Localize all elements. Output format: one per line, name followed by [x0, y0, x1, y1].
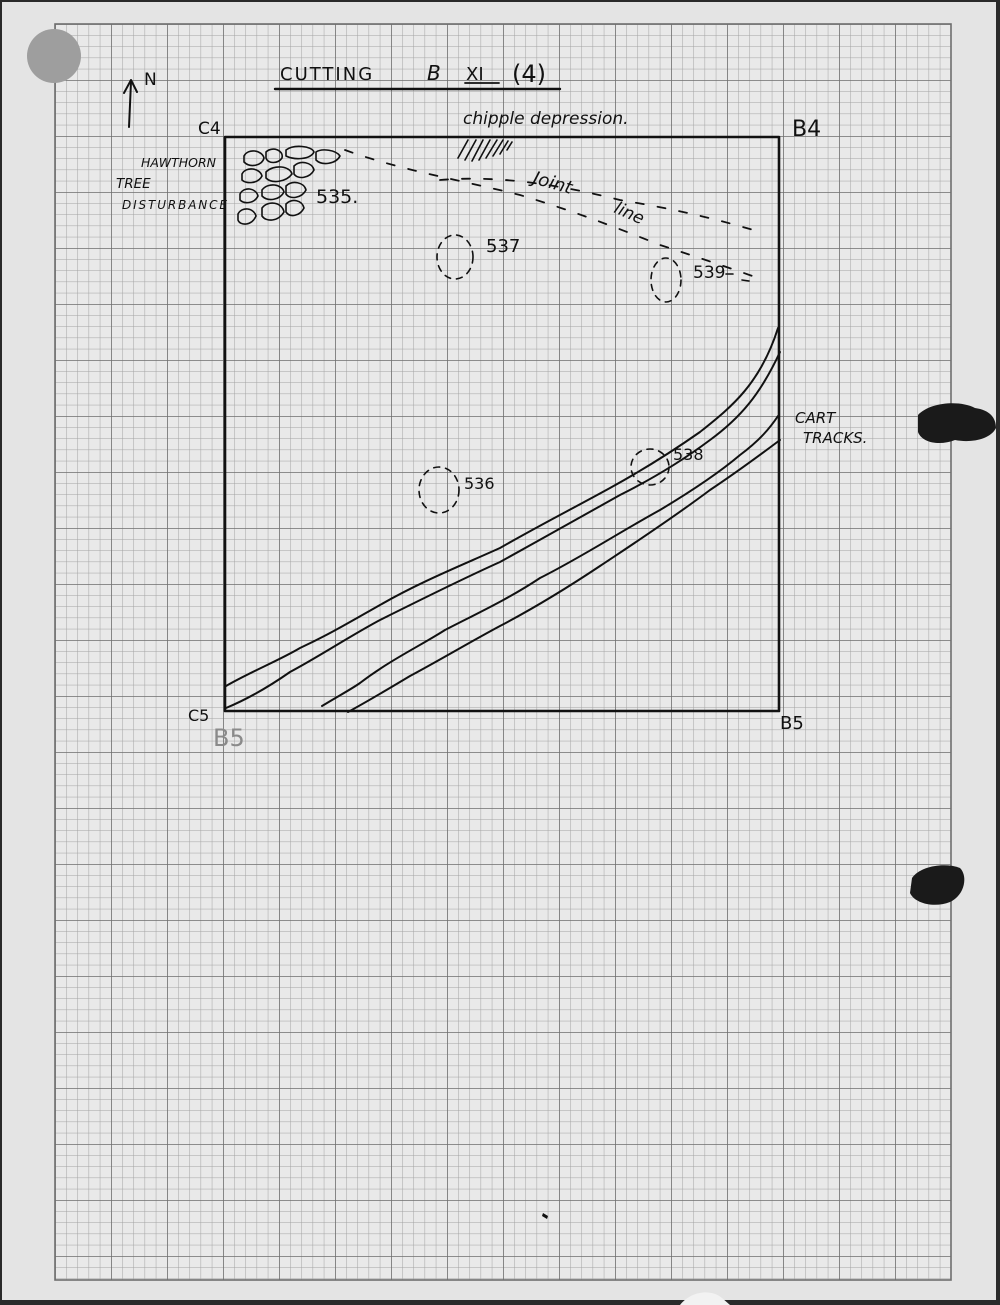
stone-cluster-535	[237, 145, 341, 225]
title-sheet: (4)	[512, 60, 546, 88]
north-label: N	[144, 70, 157, 90]
cart-tracks	[225, 327, 781, 713]
cart-track-1-upper	[225, 327, 779, 687]
hawthorn-label-1: HAWTHORN	[141, 155, 217, 170]
graph-grid	[54, 23, 952, 1281]
corner-label-b4: B4	[792, 117, 821, 142]
cart-tracks-label-1: CART	[795, 409, 837, 427]
cutting-boundary	[223, 135, 781, 713]
corner-label-b5-pencil: B5	[213, 724, 245, 752]
cart-track-2-lower	[347, 439, 781, 713]
chipple-depression-label: chipple depression.	[463, 109, 629, 129]
feature-label-537: 537	[486, 236, 520, 257]
posthole-537	[436, 234, 474, 280]
corner-label-b5: B5	[780, 713, 804, 734]
hawthorn-label-3: DISTURBANCE	[122, 198, 227, 212]
cart-track-1-lower	[225, 351, 781, 709]
torn-edge-bottom	[680, 1292, 730, 1305]
title-site: B	[427, 61, 441, 85]
depression-hatching	[457, 139, 513, 162]
joint-line	[344, 149, 761, 279]
north-arrow-icon	[123, 79, 138, 128]
posthole-539	[650, 257, 682, 303]
tear-mark-lower	[910, 865, 965, 905]
punch-hole-icon	[27, 29, 81, 83]
corner-label-c5: C5	[188, 706, 209, 725]
title-cutting: CUTTING	[280, 64, 374, 85]
ink-speck	[542, 1213, 548, 1219]
cart-tracks-label-2: TRACKS.	[803, 429, 867, 447]
cart-track-2-upper	[321, 415, 779, 707]
tear-mark-upper	[918, 403, 996, 444]
title-section: XI	[466, 64, 484, 85]
feature-label-536: 536	[464, 474, 495, 493]
posthole-536	[418, 466, 460, 514]
corner-label-c4: C4	[198, 119, 221, 139]
feature-label-535: 535.	[316, 186, 358, 208]
hawthorn-label-2: TREE	[116, 176, 151, 192]
feature-label-539: 539	[693, 263, 725, 283]
